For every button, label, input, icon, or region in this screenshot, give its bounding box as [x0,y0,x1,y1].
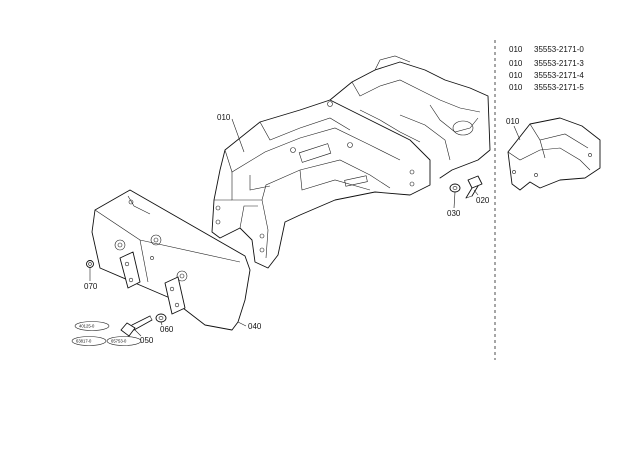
callout-plug-070: 070 [84,282,98,291]
callout-alt-frame-010: 010 [506,117,520,126]
table-ref-3: 010 [509,71,523,80]
washer-right [449,183,461,193]
callout-weight-040: 040 [248,322,262,331]
table-number-2: 35553-2171-3 [534,59,584,68]
table-number-4: 35553-2171-5 [534,83,584,92]
front-frame [211,55,491,269]
washer-left [155,313,167,323]
callout-bolt-020: 020 [476,196,490,205]
table-number-1: 35553-2171-0 [534,45,584,54]
stamp-3-label: 65753-0 [111,339,127,344]
parts-table: 010 35553-2171-0 010 35553-2171-3 010 35… [509,45,584,92]
table-ref-1: 010 [509,45,523,54]
table-ref-2: 010 [509,59,523,68]
bolt-right [465,175,483,199]
stamp-1: 40125-0 [74,321,110,331]
stamp-2: 63817-0 [71,336,107,346]
callout-washer-060: 060 [160,325,174,334]
front-weight [91,189,251,331]
callout-washer-030: 030 [447,209,461,218]
table-ref-4: 010 [509,83,523,92]
stamp-3: 65753-0 [106,336,142,346]
stamp-2-label: 63817-0 [76,339,92,344]
stamp-1-label: 40125-0 [79,324,95,329]
alt-frame [507,117,601,191]
table-number-3: 35553-2171-4 [534,71,584,80]
callout-frame-010: 010 [217,113,231,122]
callout-bolt-050: 050 [140,336,154,345]
plug-left [86,260,94,268]
bolt-left [120,315,153,337]
